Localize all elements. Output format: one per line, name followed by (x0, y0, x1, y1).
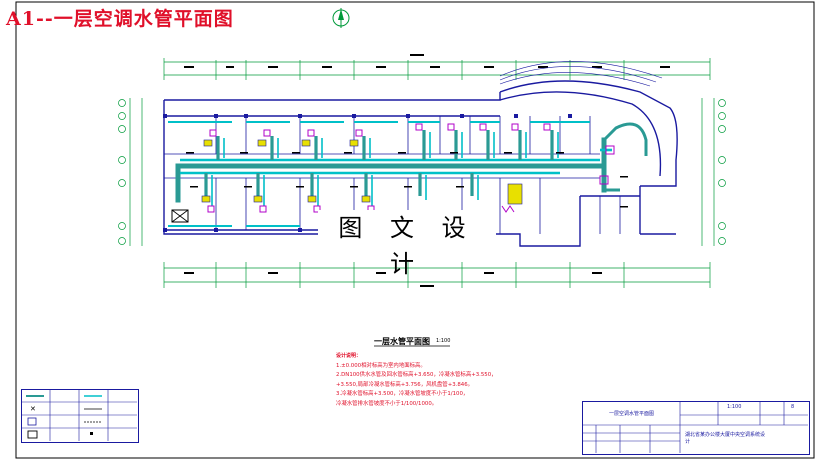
notes-line: 3.冷凝水管标高+3.500，冷凝水管坡度不小于1/100， (336, 391, 469, 397)
svg-text:✕: ✕ (30, 405, 36, 413)
pipe-tags (186, 152, 628, 208)
watermark-text: 图 文 设 计 (318, 210, 496, 278)
legend-table (21, 389, 139, 443)
branch-pipes-down-cyan (211, 175, 479, 206)
title-block: 一层空调水管平面图 1:100 8 湖北省某办公楼大厦中央空调系统设计 (582, 401, 810, 455)
fan-coil-runs (168, 121, 590, 227)
legend-symbols: ✕ (26, 395, 102, 439)
title-block-scale: 1:100 (727, 404, 742, 410)
notes-heading: 设计说明： (336, 353, 362, 359)
notes-line: 冷凝水管排水管坡度不小于1/100/1000。 (336, 400, 438, 407)
plan-scale: 1:100 (436, 338, 451, 344)
sheet-border (15, 1, 815, 459)
building-walls (163, 80, 678, 247)
dimension-lines-bottom (163, 262, 711, 288)
title-block-drawing-name: 一层空调水管平面图 (609, 411, 655, 417)
branch-pipes-down (204, 173, 474, 200)
plan-caption: 一层水管平面图 (374, 337, 430, 346)
dimension-figures (184, 54, 670, 287)
legend-grid (21, 389, 137, 441)
north-arrow-icon (332, 8, 350, 28)
branch-pipes-up-cyan (223, 132, 559, 158)
air-handling-unit-icon (501, 183, 523, 213)
branch-pipes-up (216, 130, 554, 160)
chilled-water-main (175, 137, 607, 203)
canopy-arcs (499, 61, 663, 87)
notes-line: 1.±0.000相对标高为室内地面标高。 (336, 362, 426, 369)
notes-line: 2.DN100供水水管及回水管标高+3.650，冷凝水管标高+3.550， (336, 372, 497, 378)
title-block-grid (582, 401, 808, 453)
grid-bubbles-left (118, 98, 143, 246)
title-block-sheet-no: 8 (791, 404, 795, 410)
grid-bubbles-right (701, 98, 726, 246)
columns (163, 114, 572, 232)
dimension-lines-top (163, 58, 711, 80)
wing-pipework (602, 122, 648, 192)
notes-line: +3.550,局部冷凝水管标高+3.756，风机盘管+3.846。 (336, 381, 474, 388)
design-notes: 设计说明： 1.±0.000相对标高为室内地面标高。 2.DN100供水水管及回… (336, 352, 546, 409)
title-block-project: 湖北省某办公楼大厦中央空调系统设计 (685, 432, 766, 445)
sheet-title: A1--一层空调水管平面图 (6, 8, 234, 30)
equipment-box (171, 209, 189, 223)
